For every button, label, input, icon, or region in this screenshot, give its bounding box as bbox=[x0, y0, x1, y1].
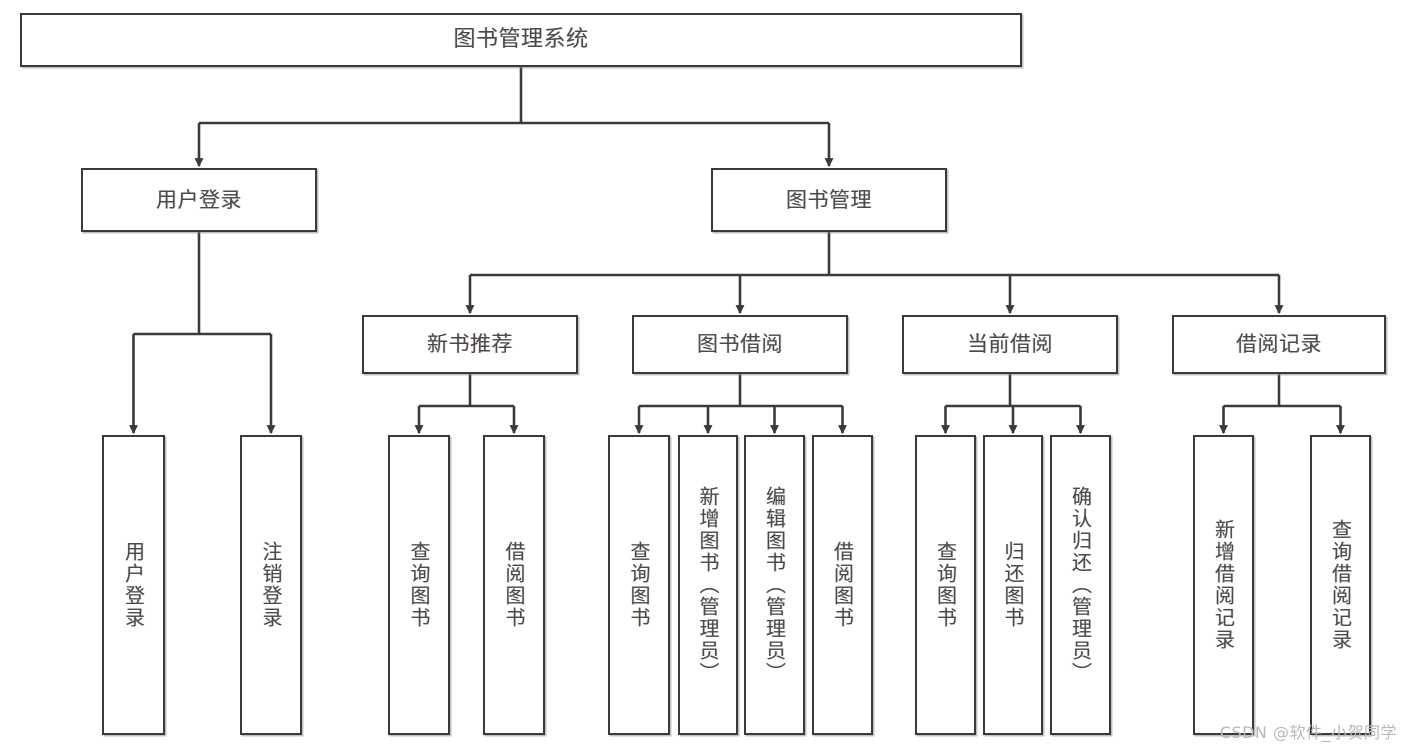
node-label: 借阅记录 bbox=[1236, 332, 1322, 357]
node-label: 查询图书 bbox=[627, 541, 651, 629]
node-label: 用户登录 bbox=[121, 541, 146, 629]
node-book-manage[interactable]: 图书管理 bbox=[711, 168, 947, 232]
node-label: 借阅图书 bbox=[830, 541, 855, 629]
node-label: 查询借阅记录 bbox=[1328, 519, 1353, 651]
node-borrow-record[interactable]: 借阅记录 bbox=[1172, 315, 1386, 374]
node-label: 当前借阅 bbox=[967, 332, 1053, 357]
csdn-watermark: CSDN @软件_小贺同学 bbox=[1219, 723, 1397, 742]
node-label: 新增借阅记录 bbox=[1211, 519, 1236, 651]
node-label: 查询图书 bbox=[933, 541, 958, 629]
node-user-login[interactable]: 用户登录 bbox=[81, 168, 317, 232]
node-leaf-borrow-book-2[interactable]: 借阅图书 bbox=[812, 435, 873, 735]
node-label: 图书借阅 bbox=[697, 332, 783, 357]
node-leaf-query-record[interactable]: 查询借阅记录 bbox=[1310, 435, 1371, 735]
node-leaf-add-book[interactable]: 新增图书（管理员） bbox=[678, 435, 738, 735]
node-label: 用户登录 bbox=[156, 187, 242, 212]
node-book-borrow[interactable]: 图书借阅 bbox=[632, 315, 848, 374]
node-new-book-recommend[interactable]: 新书推荐 bbox=[362, 315, 578, 374]
node-leaf-user-login[interactable]: 用户登录 bbox=[102, 435, 165, 735]
node-current-borrow[interactable]: 当前借阅 bbox=[902, 315, 1118, 374]
node-leaf-logout[interactable]: 注销登录 bbox=[240, 435, 302, 735]
node-leaf-query-book-3[interactable]: 查询图书 bbox=[915, 435, 976, 735]
node-leaf-query-book-1[interactable]: 查询图书 bbox=[388, 435, 450, 735]
node-label: 新增图书（管理员） bbox=[696, 486, 720, 684]
node-label: 注销登录 bbox=[259, 541, 283, 629]
node-label: 借阅图书 bbox=[502, 541, 526, 629]
node-leaf-edit-book[interactable]: 编辑图书（管理员） bbox=[744, 435, 805, 735]
node-label: 归还图书 bbox=[1001, 541, 1025, 629]
node-label: 新书推荐 bbox=[427, 332, 513, 357]
node-label: 编辑图书（管理员） bbox=[762, 486, 787, 684]
node-leaf-return-book[interactable]: 归还图书 bbox=[983, 435, 1043, 735]
node-label: 图书管理 bbox=[786, 187, 872, 212]
node-label: 确认归还（管理员） bbox=[1068, 486, 1093, 684]
node-label: 查询图书 bbox=[407, 541, 431, 629]
node-leaf-add-record[interactable]: 新增借阅记录 bbox=[1193, 435, 1254, 735]
node-leaf-confirm-return[interactable]: 确认归还（管理员） bbox=[1050, 435, 1111, 735]
node-root[interactable]: 图书管理系统 bbox=[20, 13, 1022, 67]
node-leaf-borrow-book-1[interactable]: 借阅图书 bbox=[483, 435, 545, 735]
node-leaf-query-book-2[interactable]: 查询图书 bbox=[608, 435, 670, 735]
node-label: 图书管理系统 bbox=[453, 27, 589, 53]
